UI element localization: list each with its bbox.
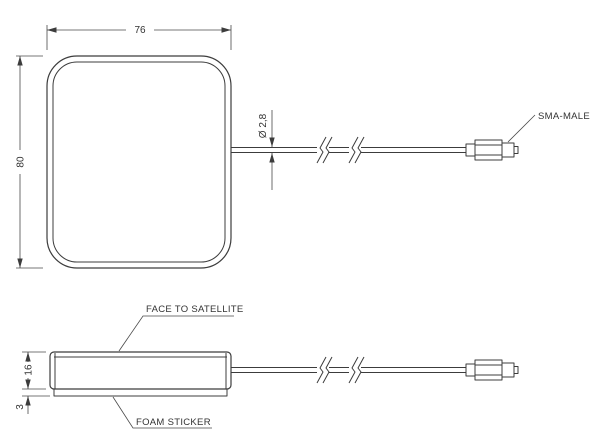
connector-label: SMA-MALE <box>538 111 590 122</box>
cable-side-view <box>231 356 466 384</box>
connector-nut <box>501 142 515 158</box>
connector-tip <box>513 366 519 374</box>
side-body-outline <box>49 351 232 390</box>
connector-ferrule <box>465 143 476 157</box>
connector-body <box>474 359 503 381</box>
dim-height-label: 80 <box>16 156 27 168</box>
foam-leader-line <box>112 396 212 429</box>
top-view: 76 80 <box>16 25 590 269</box>
connector-nut <box>501 362 515 378</box>
foam-label: FOAM STICKER <box>136 417 211 428</box>
face-callout: FACE TO SATELLITE <box>118 304 244 352</box>
face-leader-line <box>118 315 234 352</box>
dimension-height: 80 <box>16 55 43 269</box>
connector-ferrule <box>465 363 476 377</box>
cable-top-view <box>231 136 466 164</box>
side-view: 16 3 FACE TO SATELLITE FOAM STICKER <box>15 304 519 429</box>
dim-cable-diameter-label: Ø 2,8 <box>258 113 269 138</box>
dim-width-label: 76 <box>134 25 146 36</box>
cable-break-mark <box>348 356 365 384</box>
foam-sticker-outline <box>53 388 228 397</box>
dim-foam-thickness-label: 3 <box>15 404 26 410</box>
dimension-foam-thickness: 3 <box>15 395 50 414</box>
connector-body <box>474 139 503 161</box>
connector-leader-line <box>507 114 536 143</box>
cable-break-mark <box>316 356 333 384</box>
dimension-cable-diameter: Ø 2,8 <box>258 110 275 190</box>
cable-break-mark <box>316 136 333 164</box>
dimension-width: 76 <box>46 25 232 50</box>
cable-break-mark <box>348 136 365 164</box>
face-label: FACE TO SATELLITE <box>146 304 244 315</box>
dimension-side-height: 16 <box>22 351 46 390</box>
dim-side-height-label: 16 <box>24 364 35 376</box>
connector-tip <box>513 146 519 154</box>
foam-callout: FOAM STICKER <box>112 396 212 429</box>
sma-connector-side-view <box>465 359 519 381</box>
antenna-face-outline <box>52 61 226 263</box>
connector-callout: SMA-MALE <box>507 111 590 143</box>
sma-connector-top-view <box>465 139 519 161</box>
antenna-body-outline <box>46 55 232 269</box>
